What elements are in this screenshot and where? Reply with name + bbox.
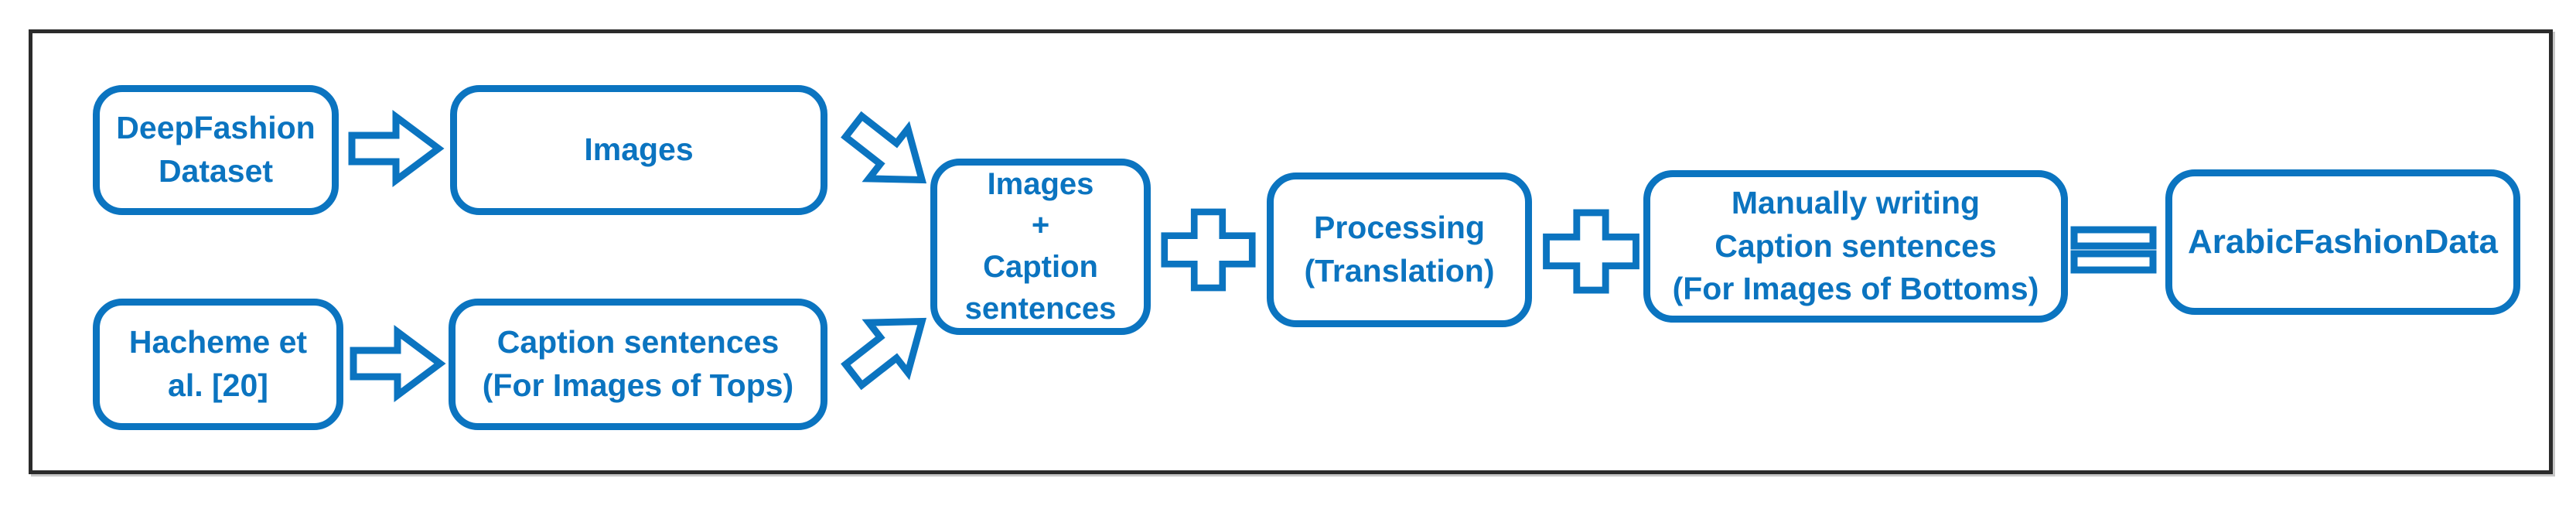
block-arrow-right-icon: [350, 325, 446, 402]
node-label: al. [20]: [168, 367, 268, 403]
block-arrow-up-right-icon: [841, 309, 935, 391]
node-manually-writing-captions-bottoms: Manually writing Caption sentences (For …: [1643, 170, 2068, 323]
node-label: +: [1031, 208, 1050, 243]
node-label: Images: [987, 166, 1094, 201]
node-caption-sentences-tops: Caption sentences (For Images of Tops): [449, 299, 827, 430]
node-label: Processing: [1313, 210, 1486, 246]
node-label: sentences: [964, 291, 1117, 326]
plus-icon: [1541, 208, 1641, 295]
node-label: (For Images of Tops): [482, 367, 794, 403]
node-label: DeepFashion: [116, 110, 316, 146]
block-arrow-right-icon: [348, 110, 445, 187]
node-images-plus-caption-sentences: Images + Caption sentences: [930, 159, 1151, 335]
node-label: Hacheme et: [128, 324, 308, 360]
equals-icon: [2069, 225, 2158, 275]
node-hacheme-et-al: Hacheme et al. [20]: [93, 299, 343, 430]
node-label: ArabicFashionData: [2188, 223, 2498, 261]
node-images: Images: [450, 85, 827, 215]
node-deepfashion-dataset: DeepFashion Dataset: [93, 85, 339, 215]
node-label: Images: [584, 132, 694, 168]
node-label: Caption sentences: [496, 324, 780, 360]
plus-icon: [1160, 207, 1257, 293]
node-processing-translation: Processing (Translation): [1267, 173, 1532, 327]
node-label: Caption: [983, 250, 1098, 284]
node-label: Dataset: [158, 153, 274, 189]
node-label: Manually writing: [1731, 184, 1981, 220]
node-label: (For Images of Bottoms): [1672, 271, 2039, 307]
node-label: (Translation): [1304, 253, 1495, 289]
block-arrow-down-right-icon: [841, 111, 935, 192]
node-label: Caption sentences: [1714, 227, 1997, 264]
node-arabicfashiondata: ArabicFashionData: [2165, 169, 2520, 315]
